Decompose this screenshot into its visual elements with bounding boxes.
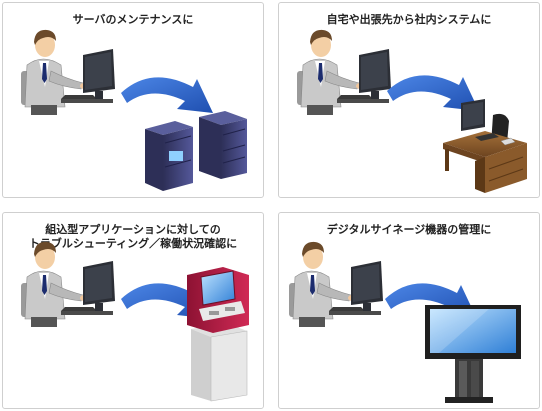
panel-title-line: 自宅や出張先から社内システムに	[326, 13, 492, 26]
remote-office-illustration	[296, 29, 527, 193]
operator-at-pc-icon	[296, 29, 392, 116]
panel-title-line: デジタルサイネージ機器の管理に	[326, 223, 492, 236]
panel-title-line: 組込型アプリケーションに対しての	[45, 223, 221, 236]
digital-signage-illustration	[288, 241, 521, 403]
operator-at-pc-icon	[20, 241, 116, 328]
office-desk-icon	[443, 99, 527, 193]
connection-arrow-icon	[121, 77, 213, 113]
server-racks-icon	[145, 111, 247, 191]
panel-title: サーバのメンテナンスに	[3, 13, 263, 27]
panel-title-line: トラブルシューティング／稼働状況確認に	[28, 237, 238, 250]
scenario-panel-embedded-troubleshooting: 組込型アプリケーションに対しての トラブルシューティング／稼働状況確認に	[2, 212, 264, 409]
operator-at-pc-icon	[288, 241, 384, 328]
server-maintenance-illustration	[20, 29, 247, 191]
operator-at-pc-icon	[20, 29, 116, 116]
panel-title-line: サーバのメンテナンスに	[72, 13, 194, 26]
scenario-panel-remote-office: 自宅や出張先から社内システムに	[278, 2, 540, 198]
signage-display-icon	[425, 305, 521, 403]
panel-title: 自宅や出張先から社内システムに	[279, 13, 539, 27]
panel-title: デジタルサイネージ機器の管理に	[279, 223, 539, 237]
panel-title: 組込型アプリケーションに対しての トラブルシューティング／稼働状況確認に	[3, 223, 263, 251]
scenario-panel-server-maintenance: サーバのメンテナンスに	[2, 2, 264, 198]
kiosk-terminal-icon	[187, 267, 249, 402]
scenario-panel-digital-signage: デジタルサイネージ機器の管理に	[278, 212, 540, 409]
embedded-troubleshooting-illustration	[20, 241, 249, 402]
